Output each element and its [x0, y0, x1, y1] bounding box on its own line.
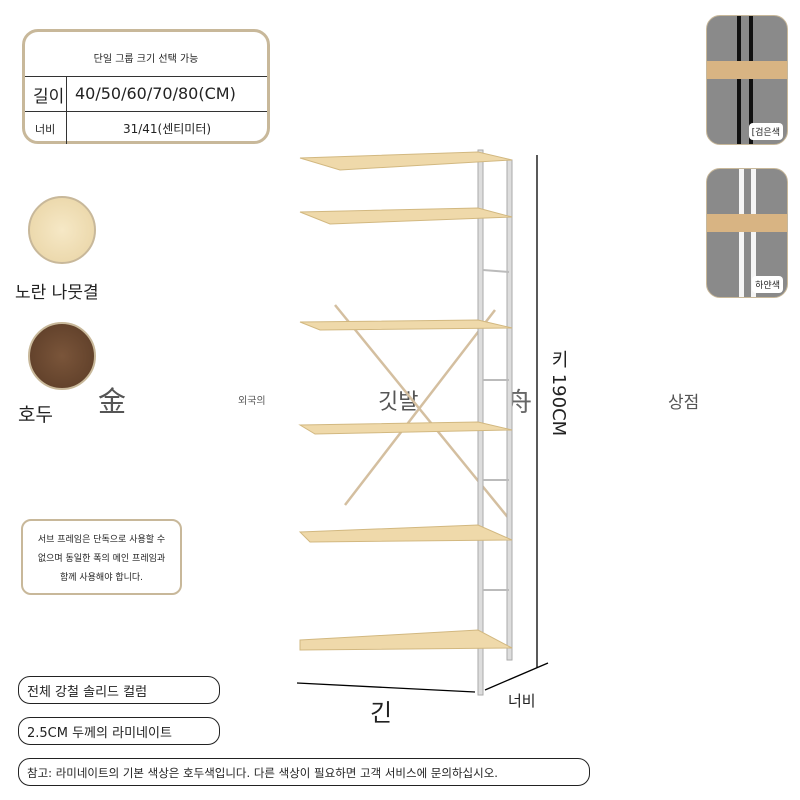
watermark-text: 깃발 [378, 390, 419, 415]
height-dimension-label: 키 190CM [548, 350, 569, 437]
walnut-label: 호두 [18, 404, 53, 426]
length-label: 길이 [33, 87, 65, 107]
white-frame-label: 하얀색 [752, 276, 783, 293]
white-frame-option[interactable]: 하얀색 [706, 168, 788, 298]
width-value: 31/41(센티미터) [122, 122, 212, 136]
footnote: 참고: 라미네이트의 기본 색상은 호두색입니다. 다른 색상이 필요하면 고객… [18, 758, 590, 786]
spec-title: 단일 그룹 크기 선택 가능 [93, 54, 199, 65]
yellow-wood-label: 노란 나뭇결 [15, 283, 99, 303]
note-line: 함께 사용해야 합니다. [59, 573, 144, 583]
black-frame-label: [검은색 [748, 123, 783, 140]
length-dimension-label: 긴 [370, 699, 393, 727]
note-line: 없으며 동일한 폭의 메인 프레임과 [37, 554, 166, 564]
yellow-wood-swatch[interactable] [28, 196, 96, 264]
feature-laminate: 2.5CM 두께의 라미네이트 [18, 717, 220, 745]
watermark-char: 金 [98, 385, 127, 418]
note-line: 서브 프레임은 단독으로 사용할 수 [37, 535, 166, 545]
size-spec-table: 단일 그룹 크기 선택 가능 길이 40/50/60/70/80(CM) 너비 … [22, 29, 270, 144]
black-frame-option[interactable]: [검은색 [706, 15, 788, 145]
sub-frame-note: 서브 프레임은 단독으로 사용할 수 없으며 동일한 폭의 메인 프레임과 함께… [21, 519, 182, 595]
watermark-text: 상점 [668, 393, 700, 413]
width-dimension-label: 너비 [508, 692, 536, 710]
walnut-swatch[interactable] [28, 322, 96, 390]
feature-steel-column: 전체 강철 솔리드 컬럼 [18, 676, 220, 704]
length-value: 40/50/60/70/80(CM) [75, 84, 236, 103]
watermark-text: 외국의 [238, 396, 266, 407]
width-label: 너비 [35, 123, 56, 136]
